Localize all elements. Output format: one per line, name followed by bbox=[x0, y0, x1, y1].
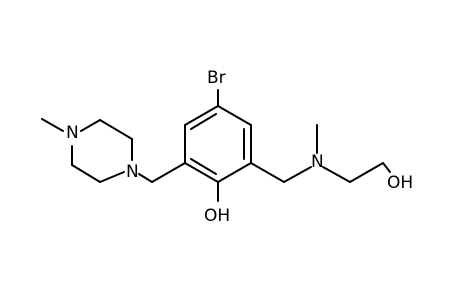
piperazine-bond-5 bbox=[71, 164, 101, 183]
ring-bond-top-left bbox=[184, 105, 219, 126]
ring-bond-bottom-left bbox=[184, 162, 219, 183]
phenol-oh-label: OH bbox=[204, 206, 230, 226]
ring-bond-bottom-right bbox=[217, 162, 252, 183]
piperazine-bond-6 bbox=[99, 171, 125, 183]
bond-piperazine-methyl bbox=[41, 118, 64, 132]
bond-ch2-ch2 bbox=[349, 162, 384, 183]
piperazine-bond-2 bbox=[99, 119, 133, 140]
bond-amine-ch2 bbox=[322, 166, 351, 183]
ring-double-bond-top-left bbox=[190, 113, 217, 130]
bond-ring-ch2-right bbox=[250, 162, 285, 183]
bromine-label: Br bbox=[207, 68, 226, 88]
benzene-ring bbox=[184, 105, 252, 183]
piperazine-n-methyl-label: N bbox=[66, 123, 79, 143]
piperazine-ring bbox=[71, 119, 133, 183]
amine-n-label: N bbox=[311, 152, 324, 172]
alcohol-oh-label: OH bbox=[387, 173, 413, 193]
piperazine-bond-3 bbox=[80, 119, 101, 132]
bond-ch2-piperazine bbox=[138, 173, 153, 183]
bond-ch2-amine bbox=[283, 166, 312, 183]
piperazine-n-ring-label: N bbox=[126, 162, 139, 182]
ring-bond-top-right bbox=[217, 105, 252, 126]
ring-double-bond-bottom-left bbox=[190, 158, 217, 175]
bond-ch2-alcohol bbox=[382, 162, 391, 173]
bond-ring-ch2-left bbox=[151, 162, 186, 183]
